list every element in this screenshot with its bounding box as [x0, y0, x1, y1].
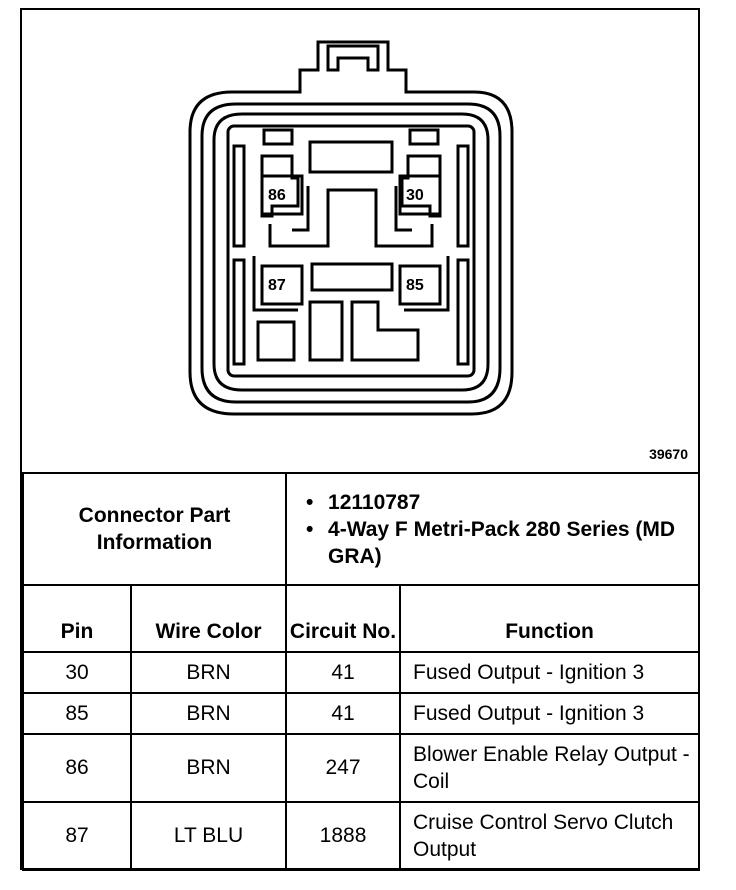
connector-info-cell: 12110787 4-Way F Metri-Pack 280 Series (…: [285, 472, 701, 586]
connector-drawing: 86 30 87 85: [188, 40, 514, 416]
table-row: 30 BRN 41 Fused Output - Ignition 3: [22, 651, 701, 694]
function-cell: Blower Enable Relay Output - Coil: [399, 733, 701, 803]
table-row: 86 BRN 247 Blower Enable Relay Output - …: [22, 733, 701, 803]
table-header-row: Pin Wire Color Circuit No. Function: [22, 584, 701, 653]
table-row: 85 BRN 41 Fused Output - Ignition 3: [22, 692, 701, 735]
document-frame: 86 30 87 85 39670 Connector Part Informa…: [20, 8, 701, 871]
cavity-30: [400, 154, 442, 218]
connector-housing: [188, 40, 514, 416]
wire-color-cell: BRN: [129, 651, 288, 694]
function-cell: Fused Output - Ignition 3: [399, 692, 701, 735]
circuit-cell: 41: [285, 692, 402, 735]
function-cell: Fused Output - Ignition 3: [399, 651, 701, 694]
circuit-cell: 41: [285, 651, 402, 694]
pin-cell: 87: [22, 801, 132, 871]
wire-color-cell: BRN: [129, 733, 288, 803]
wire-color-cell: LT BLU: [129, 801, 288, 871]
pin-label-86: 86: [268, 187, 286, 204]
pin-cell: 86: [22, 733, 132, 803]
header-circuit: Circuit No.: [285, 584, 402, 653]
part-number: 12110787: [306, 489, 697, 516]
cavity-85: [398, 264, 442, 306]
pin-label-85: 85: [406, 277, 424, 294]
connector-diagram: 86 30 87 85 39670: [22, 10, 698, 472]
cavity-87: [260, 264, 304, 306]
connector-description: 4-Way F Metri-Pack 280 Series (MD GRA): [306, 516, 697, 570]
header-function: Function: [399, 584, 701, 653]
connector-info-label: Connector Part Information: [21, 472, 288, 586]
pin-cell: 85: [22, 692, 132, 735]
latch: [326, 44, 380, 72]
cavity-86: [260, 154, 300, 218]
connector-info-list: 12110787 4-Way F Metri-Pack 280 Series (…: [288, 489, 697, 570]
pin-cell: 30: [22, 651, 132, 694]
function-cell: Cruise Control Servo Clutch Output: [399, 801, 701, 871]
header-pin: Pin: [22, 584, 132, 653]
figure-id: 39670: [649, 446, 688, 462]
connector-table: Connector Part Information 12110787 4-Wa…: [21, 472, 701, 871]
circuit-cell: 1888: [285, 801, 402, 871]
wire-color-cell: BRN: [129, 692, 288, 735]
pin-label-87: 87: [268, 277, 286, 294]
pin-label-30: 30: [406, 187, 424, 204]
header-wire-color: Wire Color: [129, 584, 288, 653]
circuit-cell: 247: [285, 733, 402, 803]
connector-info-row: Connector Part Information 12110787 4-Wa…: [21, 472, 701, 586]
table-row: 87 LT BLU 1888 Cruise Control Servo Clut…: [22, 801, 701, 871]
